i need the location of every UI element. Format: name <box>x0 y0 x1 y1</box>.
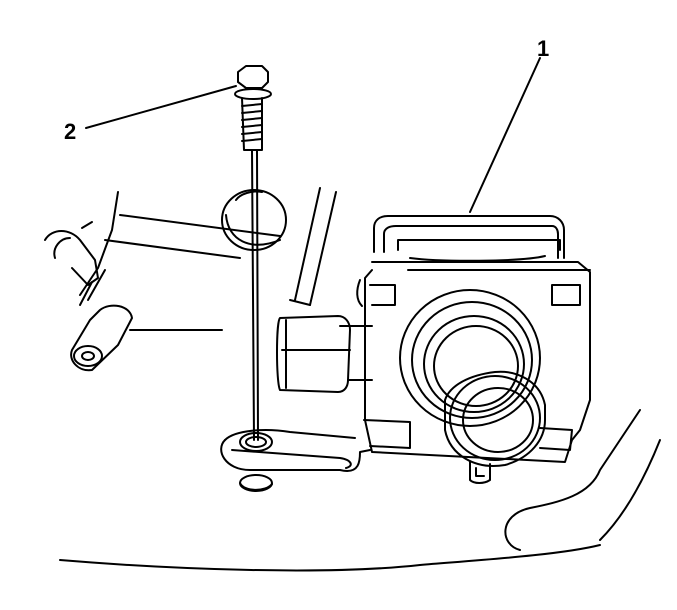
leader-line-2 <box>86 86 236 128</box>
leader-line-1 <box>470 58 540 212</box>
grommet <box>222 190 286 250</box>
mounting-bracket <box>221 430 370 491</box>
sensor-housing <box>277 216 590 483</box>
bracket-rails <box>290 188 336 305</box>
callout-1-label: 1 <box>537 36 550 61</box>
floor-contour <box>60 410 660 570</box>
bolt <box>235 66 271 440</box>
hose-assembly <box>45 192 280 370</box>
callout-2-label: 2 <box>64 119 77 144</box>
leader-lines <box>86 58 540 212</box>
